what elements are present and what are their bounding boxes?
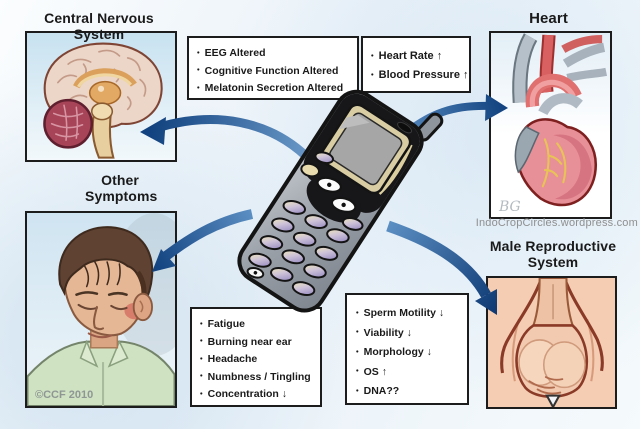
copyright-watermark: ©CCF 2010 <box>35 389 94 401</box>
heart-illustration <box>512 33 608 207</box>
cns-section-title: Central Nervous System <box>44 10 154 42</box>
cell-phone-illustration <box>237 89 444 313</box>
brain-image-box <box>25 31 177 162</box>
male-reproductive-section-title: Male Reproductive System <box>489 238 617 270</box>
heart-section-title: Heart <box>529 10 568 27</box>
effect-item: OS ↑ <box>356 363 465 383</box>
effect-item: Cognitive Function Altered <box>197 63 355 81</box>
man-head-image-box: ©CCF 2010 <box>25 211 177 408</box>
effect-item: Numbness / Tingling <box>200 369 318 387</box>
heart-image-box: BG <box>489 31 612 219</box>
brain-illustration <box>43 42 163 159</box>
effect-item: Sperm Motility ↓ <box>356 304 465 324</box>
artist-signature: BG <box>499 199 521 215</box>
man-head-illustration <box>27 213 175 406</box>
effect-item: Headache <box>200 351 318 369</box>
site-watermark: IndoCropCircles.wordpress.com <box>475 217 638 229</box>
effect-item: Blood Pressure ↑ <box>371 66 469 85</box>
male-reproductive-illustration <box>488 278 615 407</box>
other-symptoms-section-title: Other Symptoms <box>85 172 158 204</box>
effect-item: Heart Rate ↑ <box>371 47 467 66</box>
male-reproductive-image-box <box>486 276 617 409</box>
male-reproductive-effects-box: Sperm Motility ↓ Viability ↓ Morphology … <box>345 293 469 405</box>
heart-effects-box: Heart Rate ↑ Blood Pressure ↑ <box>361 36 471 93</box>
effect-item: Morphology ↓ <box>356 343 465 363</box>
cns-effects-box: EEG Altered Cognitive Function Altered M… <box>187 36 359 100</box>
effect-item: DNA?? <box>356 382 465 402</box>
effect-item: EEG Altered <box>197 45 355 63</box>
effect-item: Melatonin Secretion Altered <box>197 80 355 98</box>
other-symptoms-effects-box: Fatigue Burning near ear Headache Numbne… <box>190 307 322 407</box>
effect-item: Viability ↓ <box>356 324 465 344</box>
effect-item: Burning near ear <box>200 334 318 352</box>
effect-item: Concentration ↓ <box>200 386 318 404</box>
effect-item: Fatigue <box>200 316 318 334</box>
